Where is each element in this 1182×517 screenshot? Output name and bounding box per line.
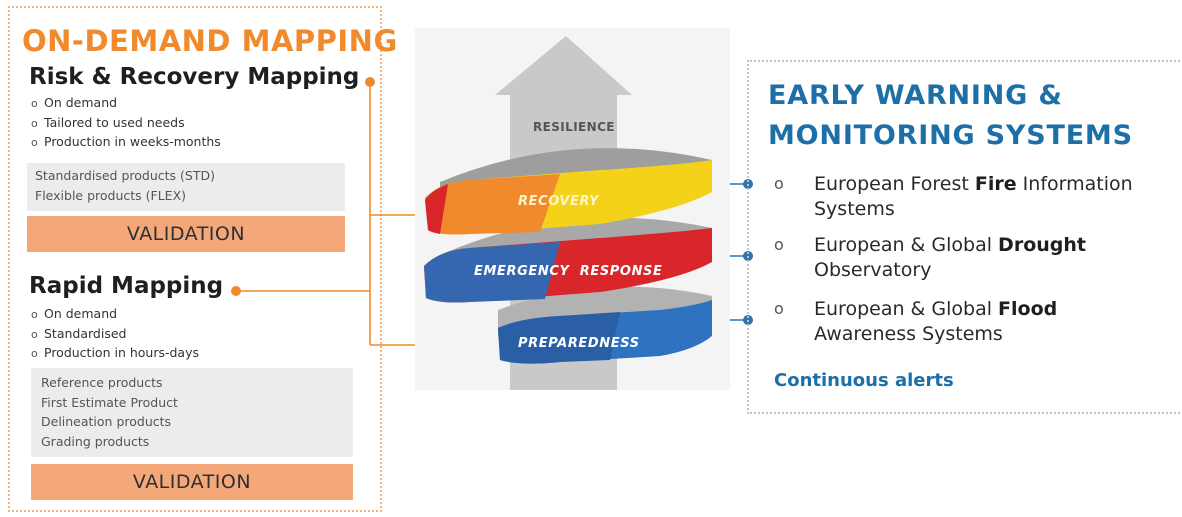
recovery-label: RECOVERY [518,194,599,209]
rapid-product-item: Delineation products [41,414,172,429]
item-text: European & Global [814,234,999,256]
emergency-response-label: EMERGENCY RESPONSE [474,264,663,279]
risk-bullet: Tailored to used needs [31,114,221,134]
risk-bullet: Production in weeks-months [31,133,221,153]
item-text: European Forest [814,173,975,195]
risk-validation-bar: VALIDATION [27,216,345,252]
early-warning-title-line2: MONITORING SYSTEMS [768,120,1133,151]
item-line2: Observatory [814,259,932,281]
rapid-product-item: First Estimate Product [41,394,178,410]
item-bold: Fire [974,173,1017,195]
rapid-product-item: Reference products [41,375,163,390]
drought-item-text: European & Global Drought Observatory [814,233,1182,283]
rapid-product-item: Grading products [41,433,150,449]
bullet-marker: o [774,174,784,193]
risk-bullet-list: On demand Tailored to used needs Product… [31,94,221,153]
fire-item-text: European Forest Fire Information Systems [814,172,1182,222]
bullet-marker: o [774,299,784,318]
risk-products-box: Standardised products (STD) Flexible pro… [27,163,345,211]
continuous-alerts-label: Continuous alerts [774,370,954,391]
rapid-bullet: Standardised [31,325,199,345]
rapid-bullet: On demand [31,305,199,325]
bullet-marker: o [774,235,784,254]
rapid-validation-bar: VALIDATION [31,464,353,500]
rapid-mapping-title: Rapid Mapping [29,273,224,299]
flood-item-text: European & Global Flood Awareness System… [814,297,1182,347]
early-warning-panel [747,60,1182,414]
rapid-products-box: Reference products First Estimate Produc… [31,368,353,457]
preparedness-band-shade [498,312,620,364]
left-connector-lines [236,82,500,346]
risk-recovery-title: Risk & Recovery Mapping [29,64,360,90]
item-bold: Drought [998,234,1086,256]
rapid-bullet: Production in hours-days [31,344,199,364]
risk-product-item: Flexible products (FLEX) [35,187,187,203]
recovery-band-shade [425,184,448,234]
item-bold: Flood [998,298,1058,320]
rapid-bullet-list: On demand Standardised Production in hou… [31,305,199,364]
risk-product-item: Standardised products (STD) [35,168,215,183]
on-demand-mapping-title: ON-DEMAND MAPPING [22,24,398,58]
item-text: Information [1016,173,1133,195]
resilience-label: RESILIENCE [533,120,615,134]
spiral-back-band [440,217,712,283]
emergency-response-band-shade [424,242,560,303]
early-warning-title: EARLY WARNING & MONITORING SYSTEMS [768,76,1133,156]
recovery-band-shade [425,174,560,235]
item-text: European & Global [814,298,999,320]
spiral-back-band [440,148,712,212]
preparedness-label: PREPAREDNESS [518,336,640,351]
item-line2: Awareness Systems [814,323,1003,345]
risk-bullet: On demand [31,94,221,114]
spiral-back-band [498,286,712,336]
early-warning-title-line1: EARLY WARNING & [768,80,1063,111]
item-line2: Systems [814,198,895,220]
on-demand-mapping-panel [8,6,382,512]
